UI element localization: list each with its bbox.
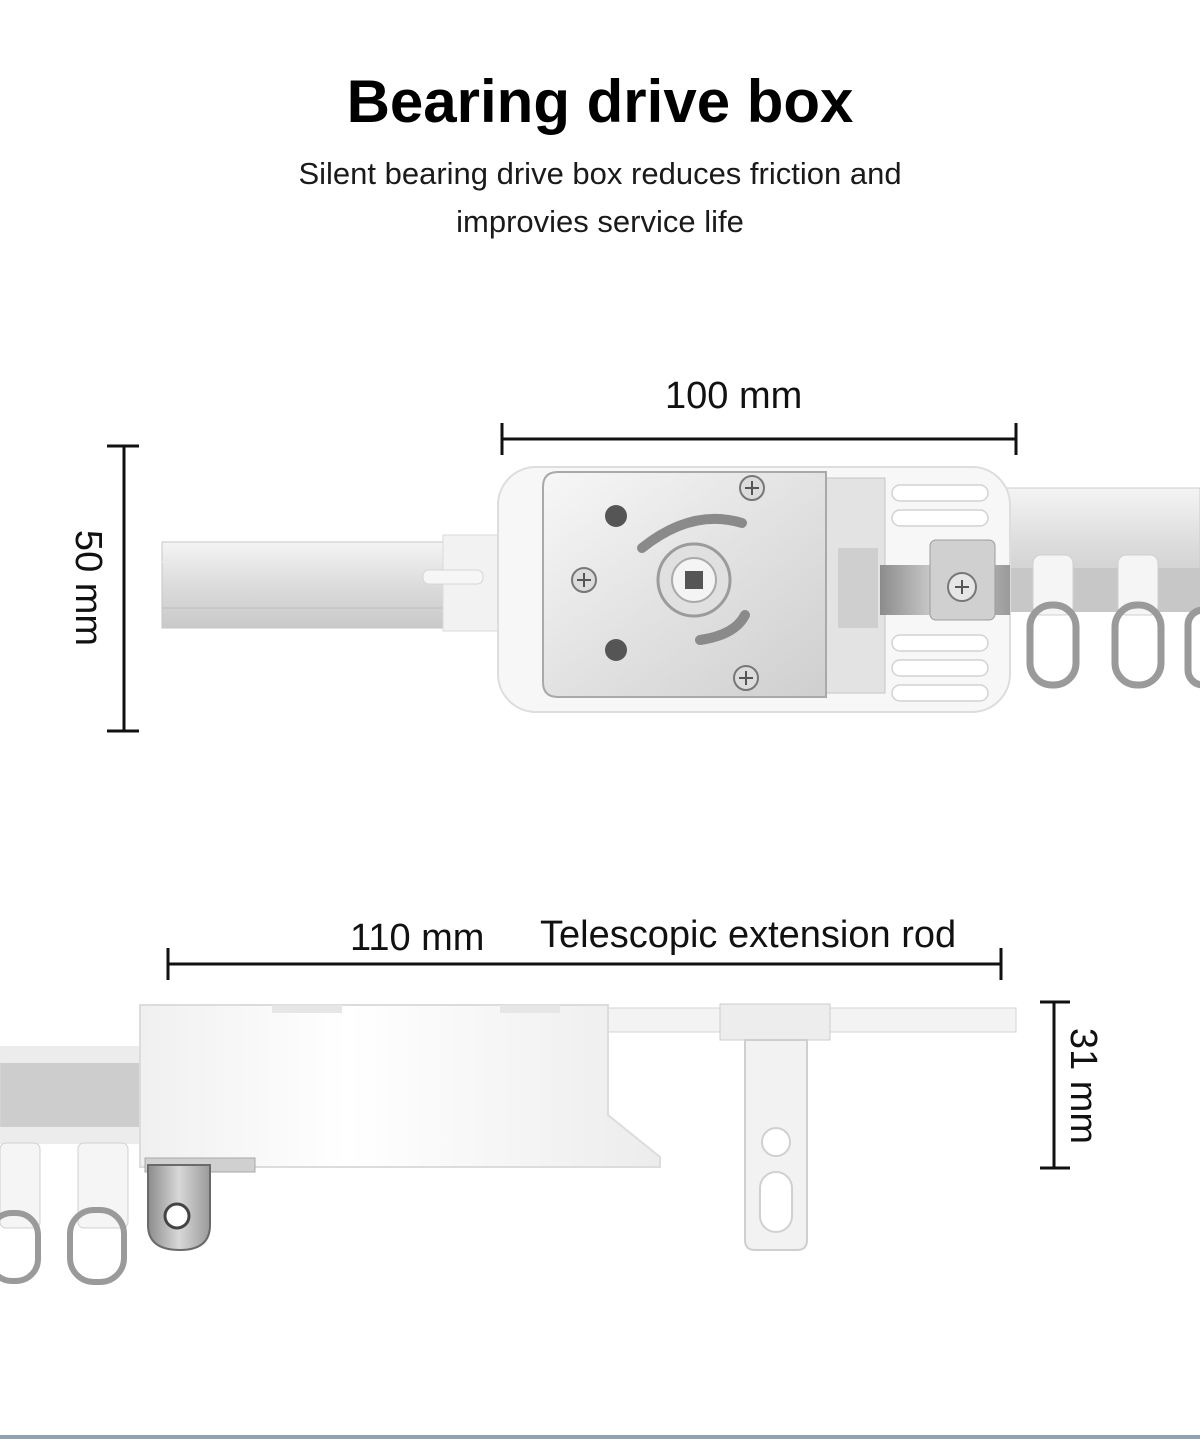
- top-view: [107, 423, 1200, 733]
- runner-hook: [1111, 554, 1165, 689]
- dimension-line-110: [166, 948, 1003, 980]
- mount-hole-icon: [605, 505, 627, 527]
- dimension-label-50-text: 50 mm: [67, 529, 109, 647]
- screw-icon: [739, 475, 765, 501]
- rod-label: Telescopic extension rod: [540, 914, 957, 956]
- arc-slot: [695, 610, 750, 645]
- square-shaft-icon: [685, 571, 703, 589]
- side-housing: [139, 1004, 661, 1168]
- dimension-label-31-text: 31 mm: [1062, 1027, 1104, 1145]
- page-title: Bearing drive box: [346, 68, 854, 135]
- side-runner: [77, 1142, 129, 1229]
- subtitle-line-1: Silent bearing drive box reduces frictio…: [298, 156, 902, 191]
- dimension-line-31: [1040, 1000, 1070, 1170]
- dimension-line-100: [500, 423, 1018, 455]
- mount-hole-icon: [163, 1202, 191, 1230]
- arc-slot: [637, 513, 747, 553]
- dimension-label-110: 110 mm: [350, 917, 485, 959]
- dimension-line-50: [107, 444, 139, 733]
- screw-icon: [733, 665, 759, 691]
- subtitle-line-2: improvies service life: [456, 204, 744, 239]
- dimension-label-100: 100 mm: [665, 375, 803, 417]
- runner-hook: [1026, 554, 1080, 689]
- bottom-border: [0, 1435, 1200, 1439]
- screw-icon: [571, 567, 597, 593]
- left-extension-rod: [161, 541, 463, 629]
- side-runner: [0, 1142, 41, 1229]
- mount-hole-icon: [605, 639, 627, 661]
- side-view: [0, 948, 1070, 1285]
